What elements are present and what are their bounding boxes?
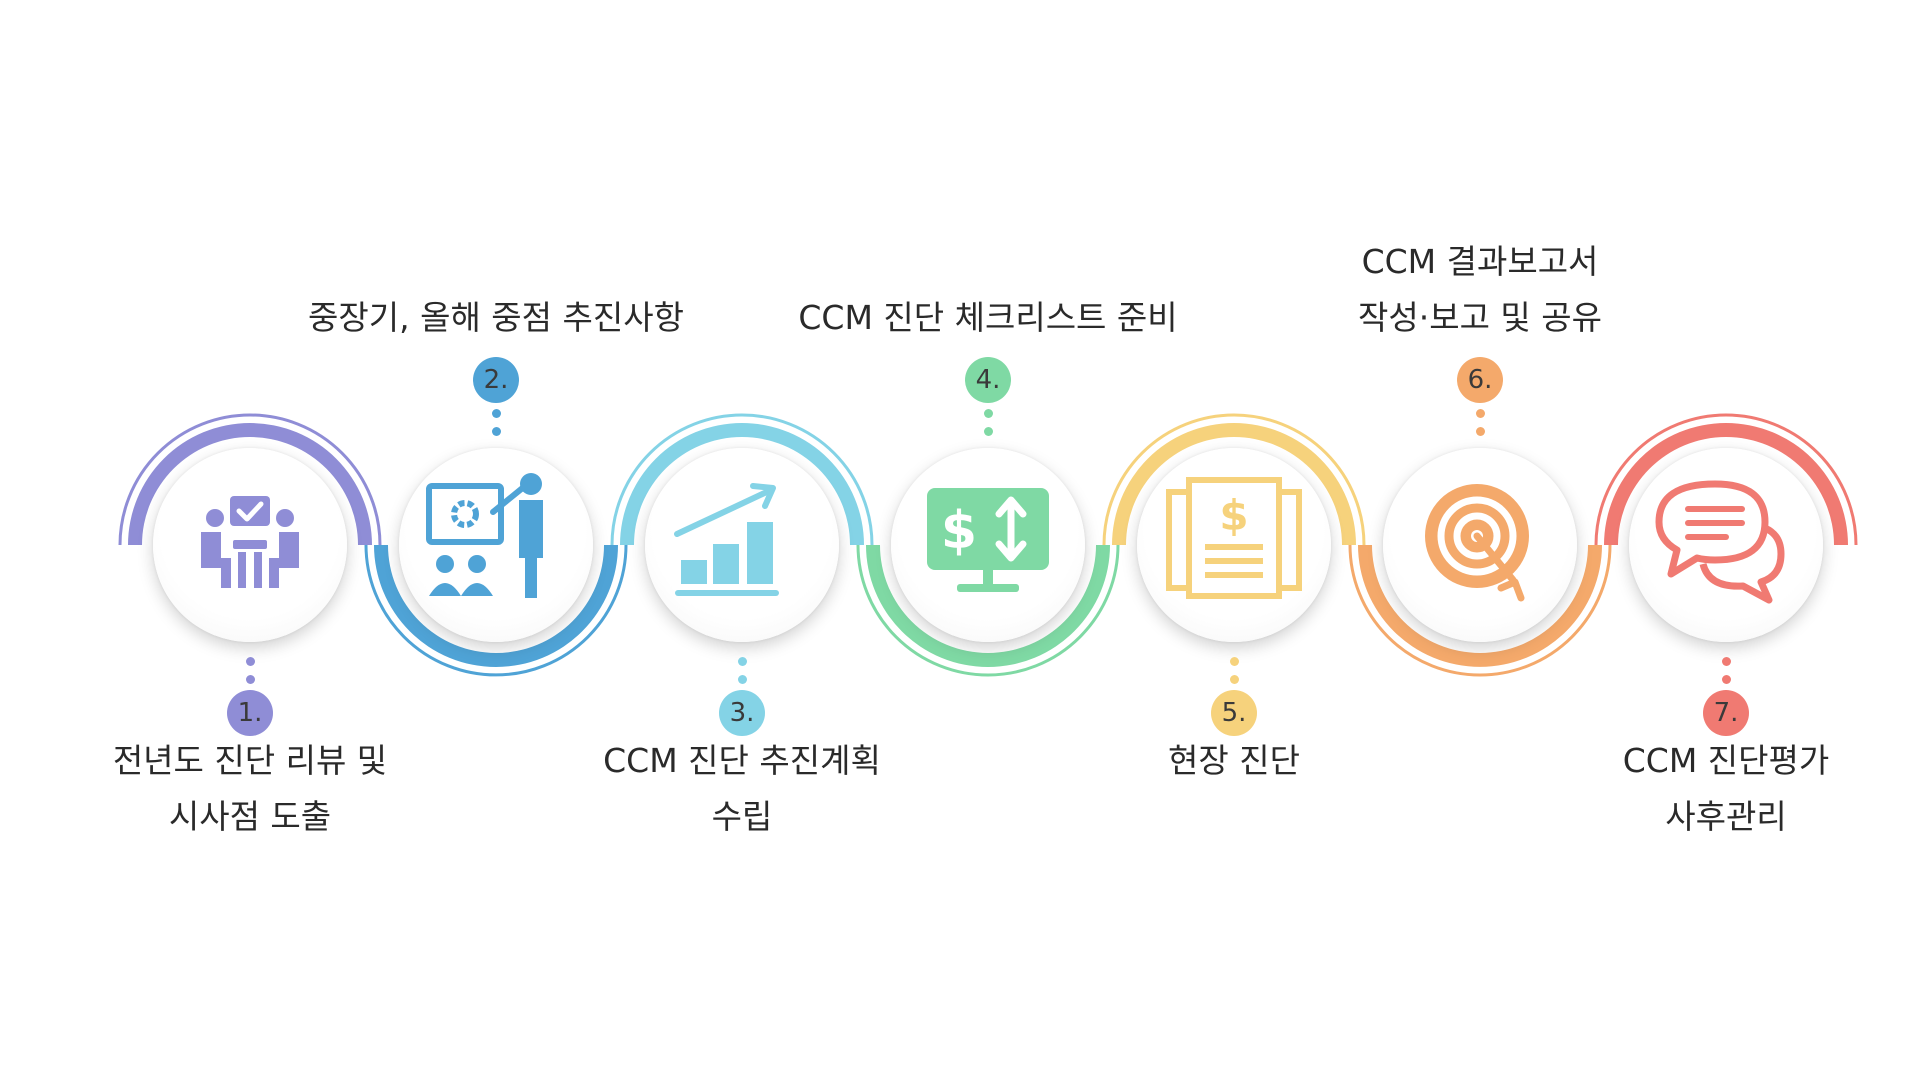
step-2-label: 중장기, 올해 중점 추진사항 [276, 290, 716, 346]
step-3-label-line2: 수립 [711, 797, 773, 836]
connector-dot [1722, 657, 1731, 666]
step-5-label-line1: 현장 진단 [1168, 741, 1300, 780]
step-1-label-line1: 전년도 진단 리뷰 및 [112, 741, 388, 780]
step-1-circle [153, 448, 347, 642]
step-2-circle [399, 448, 593, 642]
svg-text:$: $ [941, 501, 977, 561]
step-6-label-line2: 작성·보고 및 공유 [1358, 298, 1602, 337]
step-3-number-badge: 3. [719, 690, 765, 736]
connector-dot [1230, 657, 1239, 666]
step-7-circle [1629, 448, 1823, 642]
step-6-outer-ring [1348, 544, 1612, 677]
connector-dot [1476, 427, 1485, 436]
connector-dot [738, 675, 747, 684]
connector-dot [1722, 675, 1731, 684]
step-3-arc [620, 423, 864, 545]
chat-bubbles-icon [1651, 468, 1801, 622]
connector-dot [1230, 675, 1239, 684]
target-icon [1405, 468, 1555, 622]
presentation-icon [421, 468, 571, 622]
connector-dot [738, 657, 747, 666]
step-6-number-badge: 6. [1457, 357, 1503, 403]
step-3-label-line1: CCM 진단 추진계획 [603, 741, 881, 780]
step-4-circle: $ [891, 448, 1085, 642]
step-5-outer-ring [1102, 413, 1366, 546]
step-3-circle [645, 448, 839, 642]
connector-dot [246, 675, 255, 684]
step-5-label: 현장 진단 [1014, 733, 1454, 789]
step-7-label-line1: CCM 진단평가 [1622, 741, 1830, 780]
step-2-label-line1: 중장기, 올해 중점 추진사항 [308, 298, 684, 337]
step-7-number-badge: 7. [1703, 690, 1749, 736]
step-5-circle: $ [1137, 448, 1331, 642]
connector-dot [984, 427, 993, 436]
step-7-label-line2: 사후관리 [1665, 797, 1787, 836]
step-6-circle [1383, 448, 1577, 642]
step-5-number-badge: 5. [1211, 690, 1257, 736]
step-2-arc [374, 545, 618, 667]
step-4-outer-ring [856, 544, 1120, 677]
step-1-outer-ring [118, 413, 382, 546]
step-2-number-badge: 2. [473, 357, 519, 403]
connector-dot [492, 409, 501, 418]
dollar-monitor-icon: $ [913, 468, 1063, 622]
connector-dot [1476, 409, 1485, 418]
step-3-outer-ring [610, 413, 874, 546]
step-4-arc [866, 545, 1110, 667]
step-2-outer-ring [364, 544, 628, 677]
connector-dot [984, 409, 993, 418]
step-4-label: CCM 진단 체크리스트 준비 [768, 290, 1208, 346]
connector-dot [492, 427, 501, 436]
step-1-arc [128, 423, 372, 545]
growth-chart-icon [667, 468, 817, 622]
connector-dot [246, 657, 255, 666]
step-4-number-badge: 4. [965, 357, 1011, 403]
step-7-outer-ring [1594, 413, 1858, 546]
step-6-label-line1: CCM 결과보고서 [1361, 242, 1599, 281]
step-1-label-line2: 시사점 도출 [168, 797, 332, 836]
meeting-icon [175, 468, 325, 622]
document-dollar-icon: $ [1159, 468, 1309, 622]
step-4-label-line1: CCM 진단 체크리스트 준비 [798, 298, 1178, 337]
svg-text:$: $ [1219, 491, 1248, 540]
step-5-arc [1112, 423, 1356, 545]
step-1-number-badge: 1. [227, 690, 273, 736]
step-6-arc [1358, 545, 1602, 667]
step-7-arc [1604, 423, 1848, 545]
